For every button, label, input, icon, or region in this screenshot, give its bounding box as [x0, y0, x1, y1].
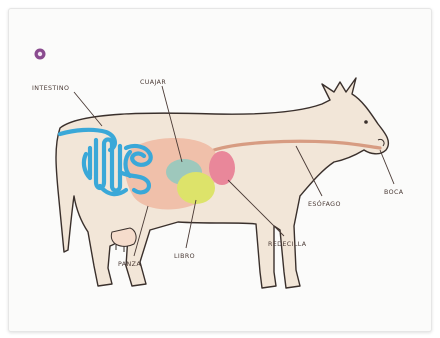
label-panza: PANZA: [118, 261, 141, 268]
cow-eye: [364, 120, 368, 124]
label-esofago: ESÓFAGO: [308, 199, 341, 208]
circle-badge-icon: [35, 49, 46, 60]
redecilla-organ: [209, 151, 235, 185]
label-redecilla: REDECILLA: [268, 241, 307, 248]
label-boca: BOCA: [384, 189, 404, 196]
libro-organ: [177, 172, 215, 204]
label-cuajar: CUAJAR: [140, 79, 166, 86]
label-intestino: INTESTINO: [32, 85, 69, 92]
label-libro: LIBRO: [174, 253, 195, 260]
